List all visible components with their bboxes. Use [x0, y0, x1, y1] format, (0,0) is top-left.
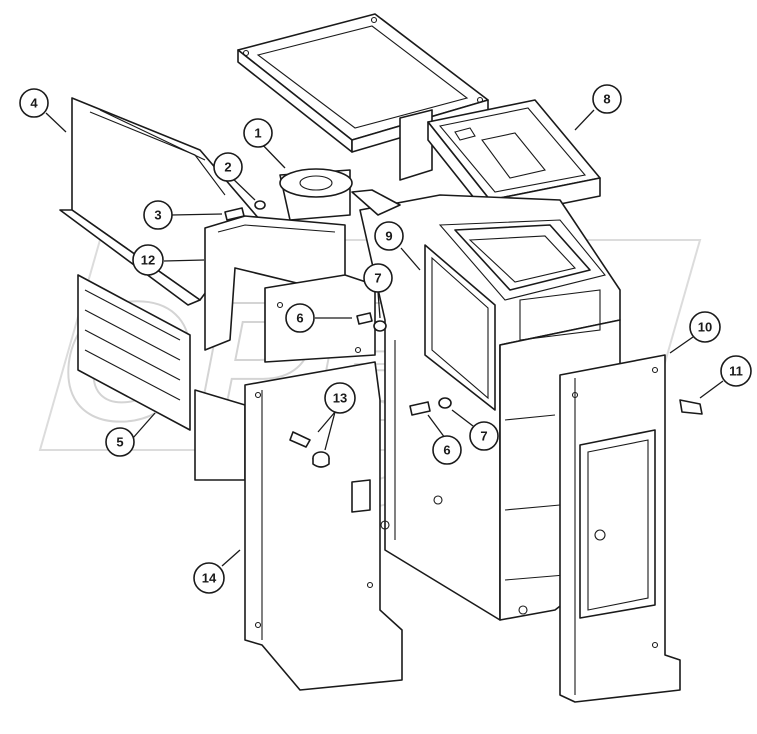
svg-text:5: 5 — [116, 435, 123, 450]
svg-text:9: 9 — [385, 229, 392, 244]
svg-text:8: 8 — [603, 92, 610, 107]
fasteners — [224, 200, 703, 468]
callout-6-upper: 6 — [285, 303, 315, 333]
callout-10: 10 — [689, 311, 721, 343]
part-3-screw-icon — [224, 207, 245, 221]
part-13-screw-icon — [289, 431, 311, 448]
part-2-washer-icon — [254, 200, 266, 210]
part-6-screw-icon — [356, 312, 373, 325]
callout-12: 12 — [132, 244, 164, 276]
callout-3: 3 — [143, 200, 173, 230]
callout-1: 1 — [243, 118, 273, 148]
part-10-door-panel — [559, 354, 681, 703]
svg-text:13: 13 — [333, 391, 347, 406]
svg-text:11: 11 — [729, 364, 743, 379]
callout-9: 9 — [374, 221, 404, 251]
part-12-frame-bracket — [204, 215, 376, 363]
svg-text:1: 1 — [254, 126, 261, 141]
callout-11: 11 — [720, 355, 752, 387]
part-7-washer-lower-icon — [438, 397, 452, 409]
svg-text:10: 10 — [698, 320, 712, 335]
callout-5: 5 — [105, 427, 135, 457]
callout-13: 13 — [324, 382, 356, 414]
svg-text:6: 6 — [296, 311, 303, 326]
part-7-washer-icon — [373, 320, 387, 332]
svg-text:14: 14 — [202, 571, 217, 586]
svg-text:7: 7 — [480, 429, 487, 444]
callout-8: 8 — [592, 84, 622, 114]
svg-text:3: 3 — [154, 208, 161, 223]
part-9-cover-plate — [424, 244, 496, 411]
part-13-plug-icon — [312, 451, 330, 468]
part-11-bolt-icon — [679, 399, 703, 415]
top-frame — [237, 13, 489, 153]
callout-4: 4 — [19, 88, 49, 118]
svg-text:2: 2 — [224, 160, 231, 175]
callout-14: 14 — [193, 562, 225, 594]
svg-text:6: 6 — [443, 443, 450, 458]
part-6-screw-lower-icon — [409, 401, 431, 416]
svg-text:4: 4 — [30, 96, 38, 111]
callout-6-lower: 6 — [432, 435, 462, 465]
callout-7-lower: 7 — [469, 421, 499, 451]
svg-text:12: 12 — [141, 253, 155, 268]
svg-text:7: 7 — [374, 271, 381, 286]
part-1-nozzle — [279, 168, 401, 221]
part-14-front-panel — [244, 361, 403, 691]
callout-7-upper: 7 — [363, 263, 393, 293]
callout-2: 2 — [213, 152, 243, 182]
